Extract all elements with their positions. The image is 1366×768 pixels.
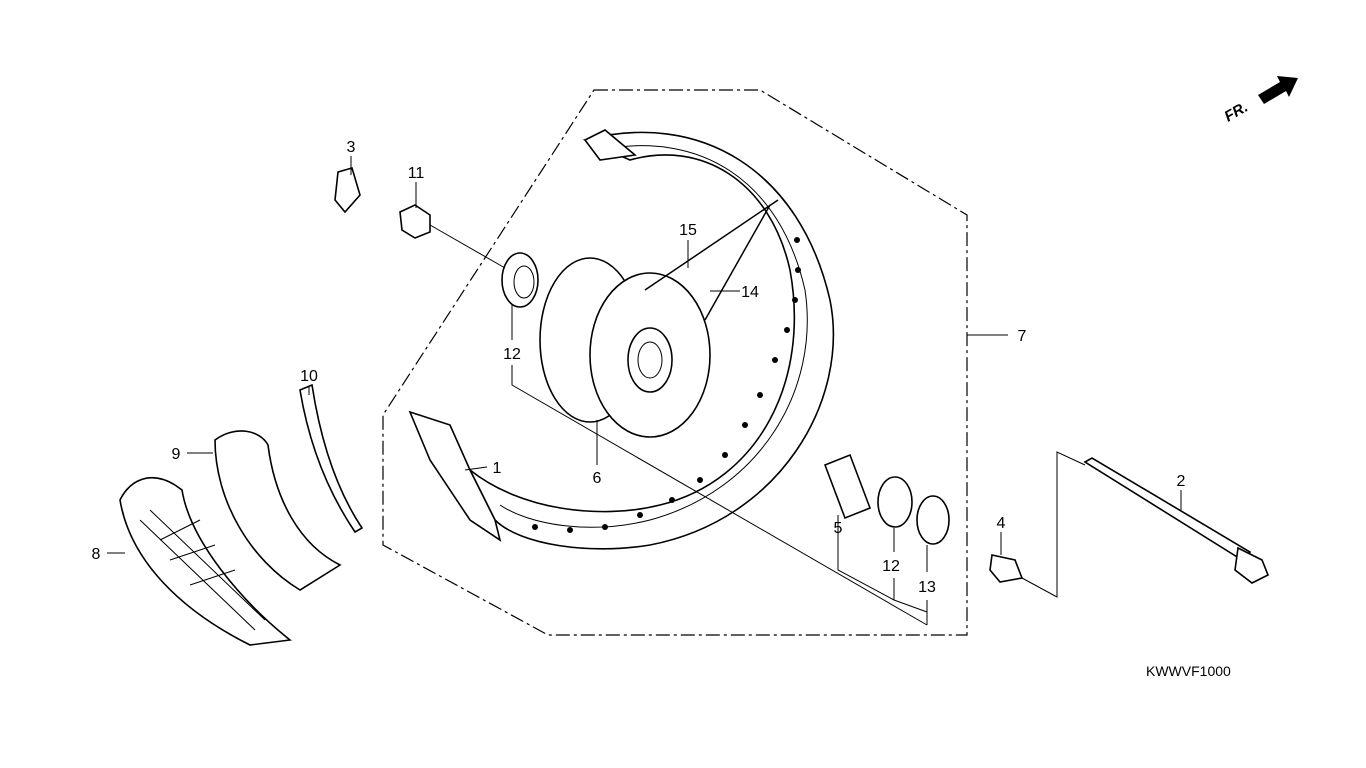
bearing-right[interactable] [877, 476, 913, 528]
collar-nut[interactable] [399, 204, 431, 239]
callout-11: 11 [408, 165, 425, 182]
hub[interactable] [539, 257, 711, 438]
callout-12a: 12 [503, 346, 521, 363]
callout-7: 7 [1018, 328, 1027, 345]
collar[interactable] [989, 554, 1024, 583]
rim-band[interactable] [299, 383, 364, 534]
callout-2: 2 [1177, 473, 1186, 490]
front-direction-indicator: FR. [1222, 76, 1298, 126]
assembly-frame [382, 89, 968, 636]
callout-14: 14 [741, 284, 759, 301]
dust-seal-right[interactable] [916, 495, 950, 545]
diagram-code: KWWVF1000 [1146, 663, 1231, 679]
callout-13: 13 [918, 579, 936, 596]
callout-12b: 12 [882, 558, 900, 575]
axle[interactable] [1083, 457, 1252, 562]
spoke [644, 199, 779, 321]
callout-4: 4 [997, 515, 1006, 532]
callout-1: 1 [493, 460, 502, 477]
arrow-icon [1258, 76, 1298, 104]
front-label: FR. [1222, 99, 1251, 126]
callout-3: 3 [347, 139, 356, 156]
leader-lines [107, 156, 1182, 626]
callout-8: 8 [92, 546, 101, 563]
bearing-left[interactable] [501, 252, 539, 308]
dust-seal[interactable] [334, 167, 361, 214]
callout-9: 9 [172, 446, 181, 463]
callout-15: 15 [679, 222, 697, 239]
callout-6: 6 [593, 470, 602, 487]
tube[interactable] [214, 430, 342, 591]
axle-spacer[interactable] [823, 453, 872, 520]
callout-10: 10 [300, 368, 318, 385]
callout-5: 5 [834, 520, 843, 537]
rim[interactable] [408, 129, 835, 550]
